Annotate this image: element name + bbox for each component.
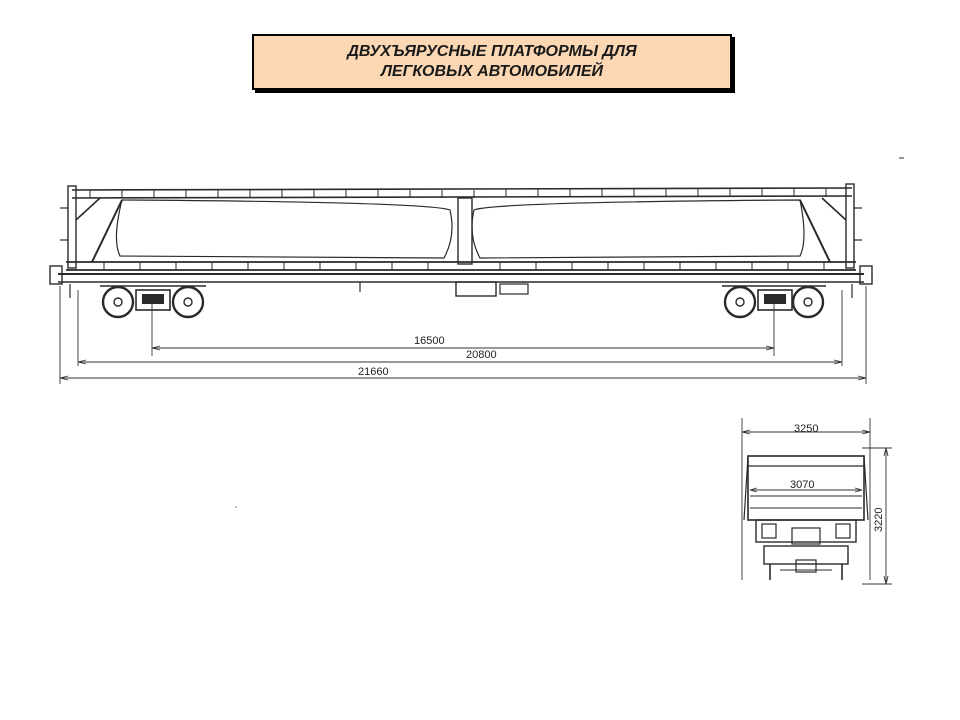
dim-overall-length: 21660 <box>358 366 389 378</box>
side-view-dimensions <box>59 286 867 384</box>
right-bogie <box>722 285 826 319</box>
dim-outer-width: 3250 <box>794 423 818 435</box>
left-bogie <box>100 285 206 319</box>
title-line-1: ДВУХЪЯРУСНЫЕ ПЛАТФОРМЫ ДЛЯ <box>347 43 637 60</box>
dim-height: 3220 <box>873 508 885 532</box>
end-view-wagon <box>743 455 869 580</box>
title-line-2: ЛЕГКОВЫХ АВТОМОБИЛЕЙ <box>380 63 604 80</box>
dim-inner-width: 3070 <box>790 479 814 491</box>
title-box: ДВУХЪЯРУСНЫЕ ПЛАТФОРМЫ ДЛЯ ЛЕГКОВЫХ АВТО… <box>252 34 732 90</box>
side-view-wagon <box>49 183 873 319</box>
end-view-dimensions <box>741 418 892 585</box>
dim-bogie-centers: 16500 <box>414 335 445 347</box>
dim-frame-length: 20800 <box>466 349 497 361</box>
